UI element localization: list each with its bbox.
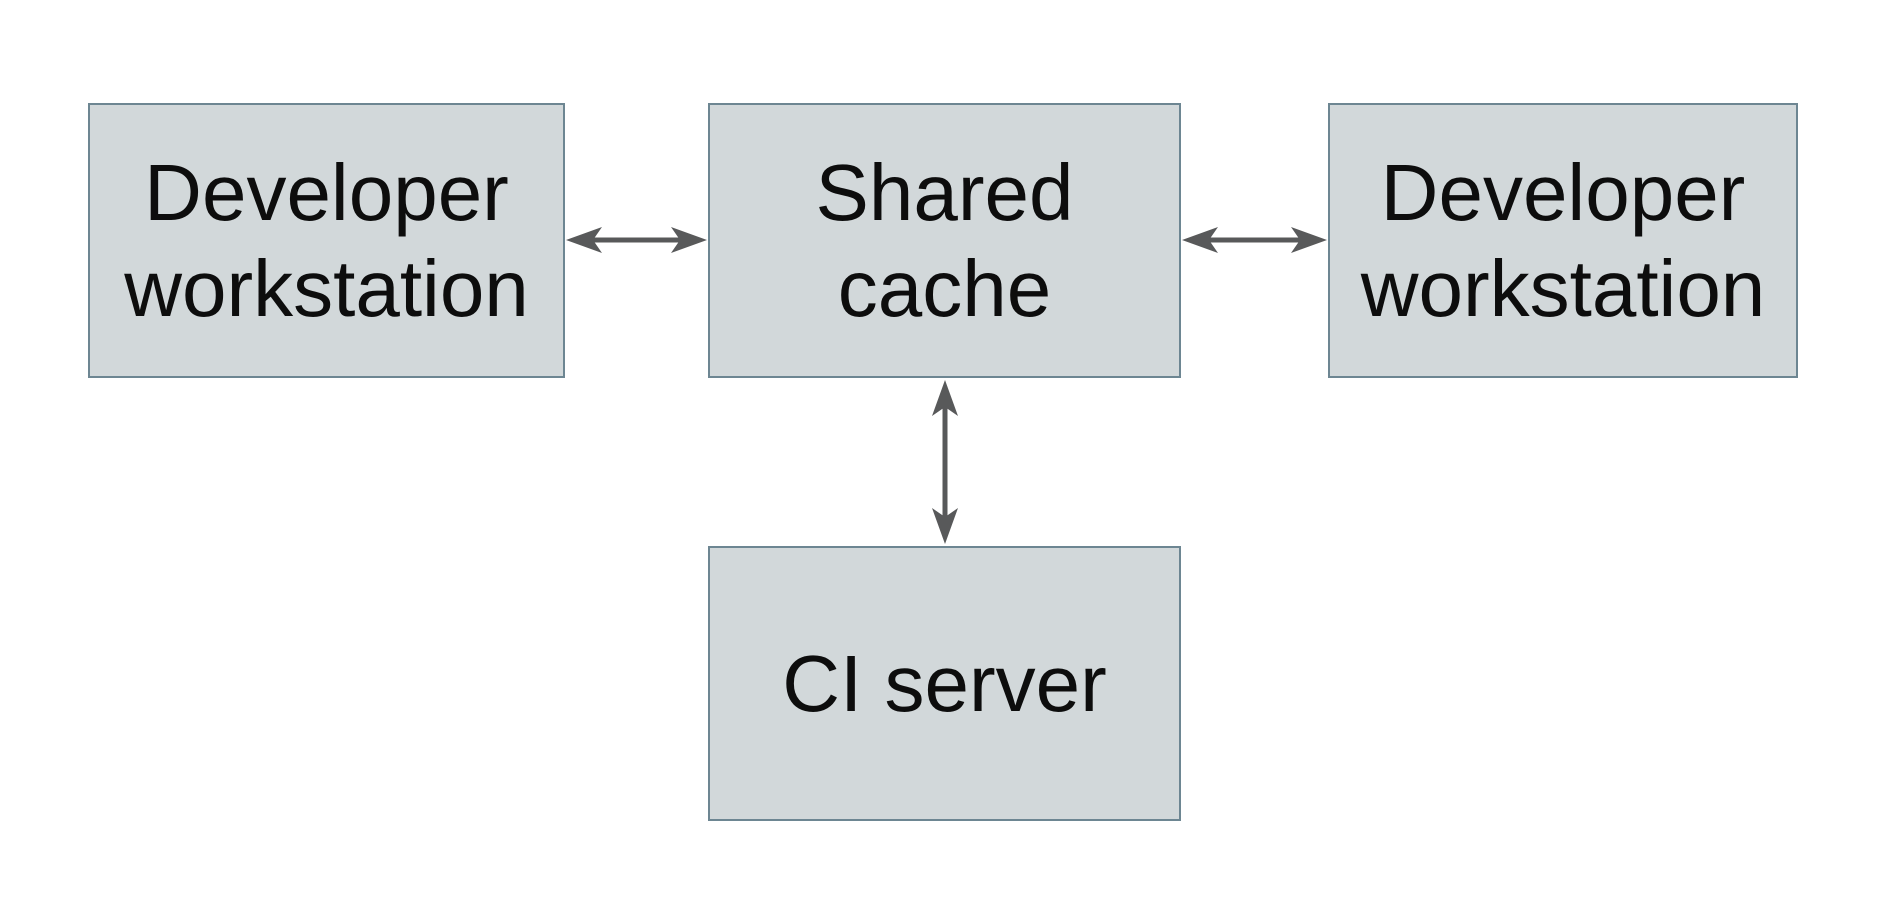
double-arrowhead-horizontal-icon (566, 227, 707, 253)
node-label: CI server (782, 638, 1107, 728)
node-label: Shared cache (815, 147, 1074, 333)
double-arrowhead-vertical-icon (932, 380, 958, 544)
node-developer-workstation-right: Developer workstation (1328, 103, 1798, 378)
node-developer-workstation-left: Developer workstation (88, 103, 565, 378)
double-arrowhead-horizontal-icon (1182, 227, 1327, 253)
node-ci-server: CI server (708, 546, 1181, 821)
edge-shared-cache-ci-server (932, 380, 958, 544)
node-label: Developer workstation (124, 147, 529, 333)
edge-shared-cache-developer-right (1182, 227, 1327, 253)
node-label: Developer workstation (1360, 147, 1766, 333)
edge-developer-left-shared-cache (566, 227, 707, 253)
node-shared-cache: Shared cache (708, 103, 1181, 378)
